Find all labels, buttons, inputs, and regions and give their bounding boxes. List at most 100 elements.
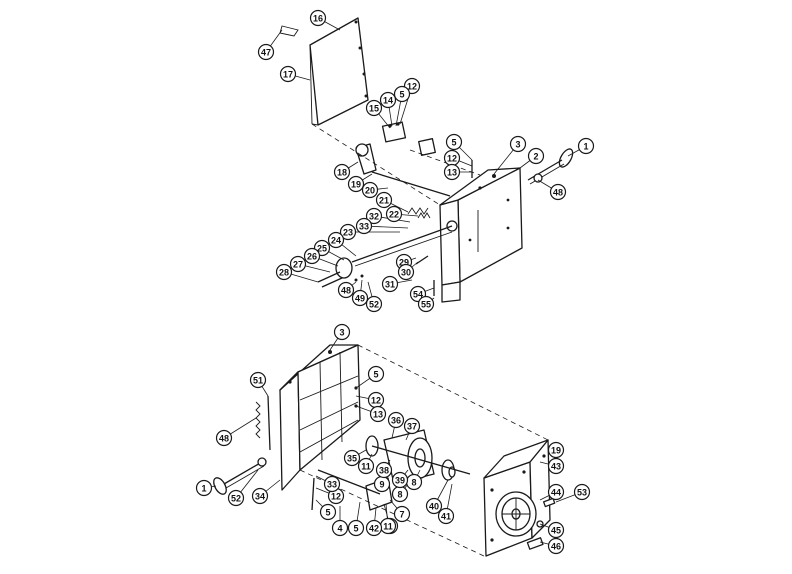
upper-balloon-14: 20	[361, 181, 379, 199]
cover-plate	[309, 17, 369, 126]
upper-balloon-15: 21	[375, 191, 393, 209]
lower-balloon-label: 34	[255, 492, 265, 502]
lower-balloon-21: 37	[403, 417, 421, 435]
lower-balloon-label: 53	[577, 488, 587, 498]
upper-balloon-label: 21	[379, 196, 389, 206]
handle-knob	[335, 257, 353, 279]
upper-balloon-label: 17	[283, 70, 293, 80]
lower-balloon-label: 52	[231, 494, 241, 504]
lower-balloon-16: 19	[547, 441, 565, 459]
upper-callout-balloons: 1235121312514151617181920212223242526272…	[257, 9, 595, 313]
lower-balloon-label: 19	[551, 446, 561, 456]
upper-balloon-2: 3	[509, 135, 527, 153]
lower-balloon-11: 11	[357, 457, 375, 475]
lower-balloon-label: 40	[429, 502, 439, 512]
upper-balloon-label: 47	[261, 48, 271, 58]
lower-balloon-label: 3	[339, 328, 344, 338]
lower-balloon-20: 36	[387, 411, 405, 429]
upper-balloon-7: 5	[393, 85, 411, 103]
upper-balloon-label: 33	[359, 222, 369, 232]
upper-balloon-label: 48	[341, 286, 351, 296]
upper-balloon-label: 54	[413, 290, 423, 300]
lower-balloon-label: 38	[379, 466, 389, 476]
upper-balloon-5: 13	[443, 163, 461, 181]
lower-balloon-23: 39	[391, 471, 409, 489]
housing-side	[439, 199, 461, 286]
upper-balloon-label: 26	[307, 252, 317, 262]
upper-balloon-10: 16	[309, 9, 327, 27]
upper-balloon-4: 12	[443, 149, 461, 167]
lower-balloon-label: 45	[551, 526, 561, 536]
upper-balloon-20: 26	[303, 247, 321, 265]
upper-balloon-17: 23	[339, 223, 357, 241]
wheel-handle	[526, 537, 544, 550]
lower-balloon-label: 8	[397, 490, 402, 500]
upper-balloon-16: 22	[385, 205, 403, 223]
upper-balloon-label: 18	[337, 168, 347, 178]
lower-balloon-24: 40	[425, 497, 443, 515]
upper-balloon-label: 19	[351, 180, 361, 190]
upper-balloon-26: 32	[365, 207, 383, 225]
gearbox-inner	[297, 344, 361, 471]
lower-balloon-18: 34	[251, 487, 269, 505]
lower-assembly	[213, 344, 556, 557]
lower-balloon-label: 48	[219, 434, 229, 444]
lower-balloon-label: 46	[551, 542, 561, 552]
lower-balloon-31: 48	[215, 429, 233, 447]
upper-balloon-label: 30	[401, 268, 411, 278]
upper-balloon-label: 12	[447, 154, 457, 164]
upper-balloon-21: 27	[289, 255, 307, 273]
lower-balloon-5: 5	[347, 519, 365, 537]
upper-balloon-9: 15	[365, 99, 383, 117]
lower-balloon-label: 5	[325, 508, 330, 518]
lower-balloon-14: 12	[327, 487, 345, 505]
upper-balloon-label: 12	[407, 82, 417, 92]
lower-balloon-label: 9	[379, 480, 384, 490]
switch-contact	[418, 138, 436, 156]
lower-balloon-label: 35	[347, 454, 357, 464]
upper-balloon-30: 48	[549, 183, 567, 201]
upper-balloon-label: 48	[553, 188, 563, 198]
upper-balloon-8: 14	[379, 91, 397, 109]
rear-housing-top	[483, 439, 549, 479]
lower-balloon-8: 8	[391, 485, 409, 503]
upper-balloon-label: 24	[331, 236, 341, 246]
upper-balloon-label: 29	[399, 258, 409, 268]
upper-balloon-12: 18	[333, 163, 351, 181]
lower-balloon-label: 12	[331, 492, 341, 502]
lower-balloon-25: 41	[437, 507, 455, 525]
upper-balloon-31: 49	[351, 289, 369, 307]
lower-balloon-label: 37	[407, 422, 417, 432]
lower-balloon-label: 4	[337, 524, 342, 534]
switch-block	[381, 121, 407, 143]
lower-balloon-label: 12	[371, 396, 381, 406]
lower-balloon-2: 4	[331, 519, 349, 537]
upper-balloon-29: 48	[337, 281, 355, 299]
lower-balloon-label: 36	[391, 416, 401, 426]
bolt-head	[558, 148, 574, 168]
lower-balloon-33: 52	[227, 489, 245, 507]
lower-balloon-label: 41	[441, 512, 451, 522]
lower-balloon-9: 9	[373, 475, 391, 493]
lower-balloon-label: 5	[373, 370, 378, 380]
upper-balloon-label: 20	[365, 186, 375, 196]
upper-balloon-1: 2	[527, 147, 545, 165]
upper-balloon-label: 52	[369, 300, 379, 310]
lower-balloon-7: 8	[405, 473, 423, 491]
lower-balloon-label: 33	[327, 480, 337, 490]
upper-balloon-34: 55	[417, 295, 435, 313]
gearbox-front-face	[279, 371, 301, 491]
lower-balloon-label: 5	[353, 524, 358, 534]
upper-balloon-label: 31	[385, 280, 395, 290]
lower-balloon-30: 46	[547, 537, 565, 555]
lower-balloon-label: 42	[369, 524, 379, 534]
lower-balloon-32: 51	[249, 371, 267, 389]
upper-balloon-11: 17	[279, 65, 297, 83]
lower-balloon-17: 33	[323, 475, 341, 493]
lower-balloon-label: 13	[373, 410, 383, 420]
lower-balloon-label: 1	[201, 484, 206, 494]
lower-balloon-label: 43	[551, 462, 561, 472]
upper-balloon-24: 30	[397, 263, 415, 281]
upper-balloon-label: 27	[293, 260, 303, 270]
